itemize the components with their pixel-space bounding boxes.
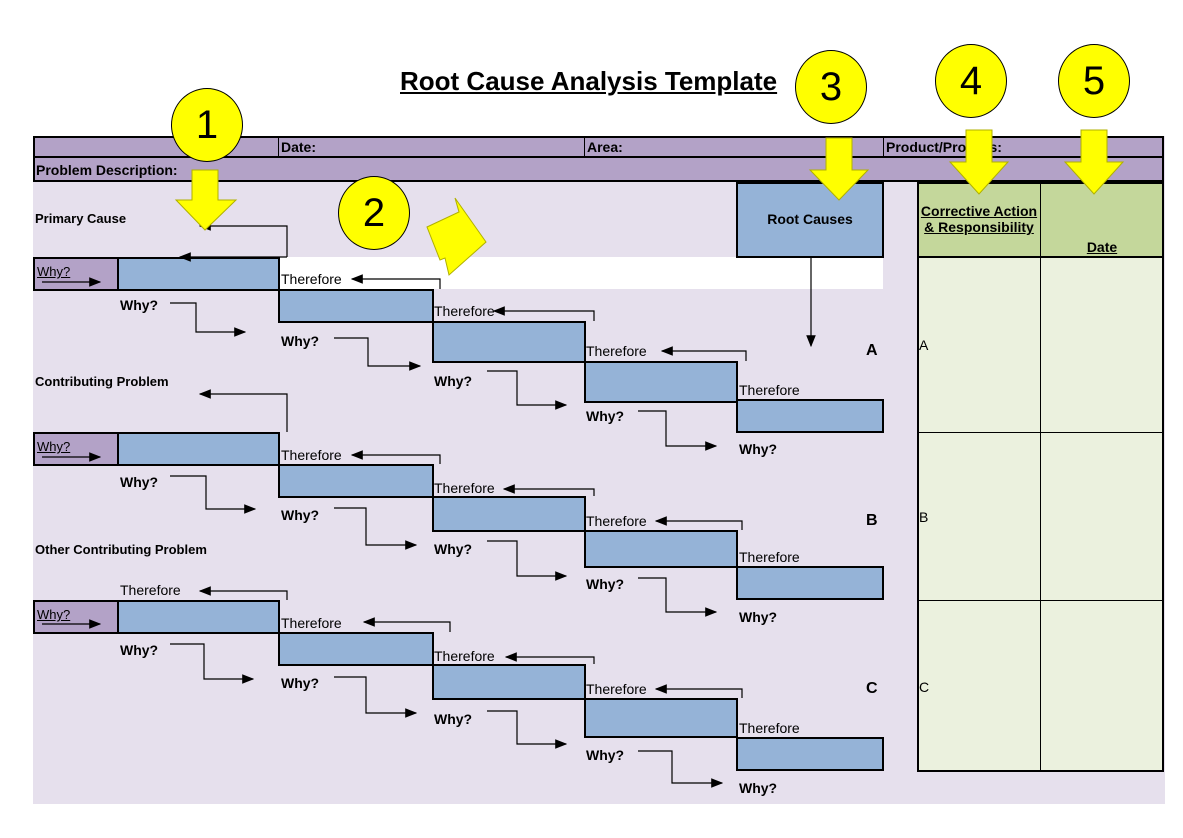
group-label-c: C bbox=[866, 680, 878, 697]
header-divider bbox=[883, 138, 884, 158]
why-input-box[interactable]: Why? bbox=[33, 432, 119, 466]
cause-box[interactable] bbox=[278, 632, 434, 666]
table-row-label-b: B bbox=[919, 509, 929, 525]
area-field-label[interactable]: Area: bbox=[587, 139, 623, 155]
therefore-label: Therefore bbox=[739, 382, 800, 398]
header-divider bbox=[278, 138, 279, 158]
page-title: Root Cause Analysis Template bbox=[400, 66, 778, 96]
callout-5: 5 bbox=[1058, 44, 1130, 118]
corrective-action-column-header: Corrective Action & Responsibility bbox=[920, 203, 1038, 235]
cause-box[interactable] bbox=[584, 530, 738, 568]
cause-box[interactable] bbox=[432, 664, 586, 700]
why-label: Why? bbox=[739, 609, 778, 625]
problem-description-label[interactable]: Problem Description: bbox=[36, 162, 178, 178]
table-divider bbox=[1040, 183, 1041, 771]
root-causes-box bbox=[736, 182, 884, 258]
therefore-label: Therefore bbox=[586, 343, 647, 359]
callout-arrow-5 bbox=[1063, 129, 1125, 195]
why-label: Why? bbox=[434, 711, 473, 727]
why-label: Why? bbox=[586, 576, 625, 592]
callout-2: 2 bbox=[338, 176, 410, 250]
why-label: Why? bbox=[281, 675, 320, 691]
callout-arrow-2 bbox=[426, 197, 487, 276]
callout-arrow-1 bbox=[174, 169, 238, 231]
why-label: Why? bbox=[120, 642, 159, 658]
why-input-box[interactable]: Why? bbox=[33, 600, 119, 634]
cause-box[interactable] bbox=[432, 321, 586, 363]
callout-3: 3 bbox=[795, 50, 867, 124]
why-label: Why? bbox=[586, 408, 625, 424]
callout-1: 1 bbox=[171, 88, 243, 162]
why-label: Why? bbox=[434, 541, 473, 557]
cause-box[interactable] bbox=[584, 698, 738, 738]
therefore-label: Therefore bbox=[281, 447, 342, 463]
why-label: Why? bbox=[434, 373, 473, 389]
date-field-label[interactable]: Date: bbox=[281, 139, 317, 155]
why-label: Why? bbox=[120, 297, 159, 313]
root-causes-label: Root Causes bbox=[767, 211, 853, 227]
therefore-label: Therefore bbox=[434, 303, 495, 319]
cause-box[interactable] bbox=[584, 361, 738, 403]
table-row-label-c: C bbox=[919, 679, 930, 695]
therefore-label: Therefore bbox=[586, 681, 647, 697]
why-label: Why? bbox=[739, 441, 778, 457]
why-label: Why? bbox=[120, 474, 159, 490]
cause-box[interactable] bbox=[432, 496, 586, 532]
cause-box[interactable] bbox=[117, 432, 280, 466]
contributing-problem-label: Contributing Problem bbox=[35, 374, 169, 389]
why-input-box[interactable]: Why? bbox=[33, 257, 119, 291]
therefore-label: Therefore bbox=[586, 513, 647, 529]
therefore-label: Therefore bbox=[434, 648, 495, 664]
cause-box[interactable] bbox=[278, 464, 434, 498]
header-row bbox=[33, 136, 1164, 158]
therefore-label: Therefore bbox=[739, 549, 800, 565]
table-row-divider bbox=[918, 600, 1163, 601]
therefore-label: Therefore bbox=[281, 615, 342, 631]
cause-box[interactable] bbox=[736, 566, 884, 600]
primary-cause-label: Primary Cause bbox=[35, 211, 127, 226]
why-label: Why? bbox=[281, 507, 320, 523]
group-label-b: B bbox=[866, 512, 878, 529]
therefore-label: Therefore bbox=[120, 582, 181, 598]
therefore-label: Therefore bbox=[434, 480, 495, 496]
cause-box[interactable] bbox=[117, 257, 280, 291]
cause-box[interactable] bbox=[117, 600, 280, 634]
table-row-label-a: A bbox=[919, 337, 929, 353]
cause-box[interactable] bbox=[736, 737, 884, 771]
cause-box[interactable] bbox=[736, 399, 884, 433]
why-label: Why? bbox=[739, 780, 778, 796]
table-row-divider bbox=[918, 432, 1163, 433]
group-label-a: A bbox=[866, 342, 878, 359]
therefore-label: Therefore bbox=[281, 271, 342, 287]
header-divider bbox=[584, 138, 585, 158]
cause-box[interactable] bbox=[278, 289, 434, 323]
callout-arrow-4 bbox=[948, 129, 1010, 195]
why-label: Why? bbox=[586, 747, 625, 763]
date-column-header: Date bbox=[1086, 239, 1118, 255]
callout-4: 4 bbox=[935, 44, 1007, 118]
therefore-label: Therefore bbox=[739, 720, 800, 736]
why-label: Why? bbox=[281, 333, 320, 349]
callout-arrow-3 bbox=[808, 137, 870, 201]
other-contributing-problem-label: Other Contributing Problem bbox=[35, 542, 207, 557]
